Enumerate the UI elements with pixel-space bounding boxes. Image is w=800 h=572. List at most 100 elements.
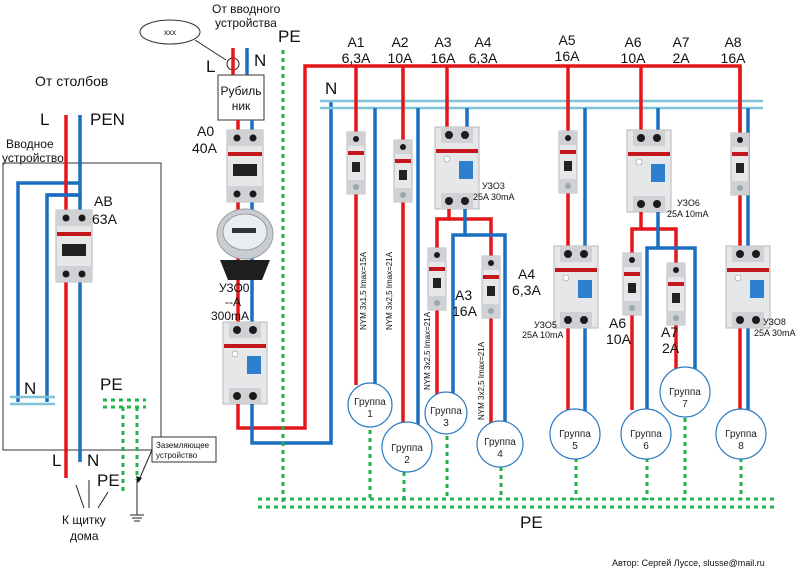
pe-label-top: PE xyxy=(278,27,301,46)
phase-label-l: L xyxy=(40,110,49,129)
breaker-a5 xyxy=(558,130,578,194)
group-8[interactable]: Группа 8 xyxy=(715,408,767,460)
input-breaker-name: АВ xyxy=(94,193,113,209)
from-poles-label: От столбов xyxy=(35,73,108,89)
main-breaker-name: A0 xyxy=(197,123,214,139)
a5-rating: 16A xyxy=(555,48,581,64)
svg-text:8: 8 xyxy=(738,441,744,452)
main-switch xyxy=(217,74,265,121)
main-rcd xyxy=(222,321,268,405)
from-input-device-label-2: устройства xyxy=(215,16,277,30)
neutral-feed xyxy=(250,100,333,445)
switch-n-label: N xyxy=(254,51,266,70)
neutral-wire-input xyxy=(47,193,82,462)
group-7[interactable]: Группа 7 xyxy=(659,366,711,418)
a4-sub-name: A4 xyxy=(518,266,535,282)
cable-label-3: NYM 3x2,5 Imax=21A xyxy=(423,311,432,390)
a4-sub-rating: 6,3A xyxy=(512,282,541,298)
rcd-8-name: УЗО8 xyxy=(763,317,786,327)
svg-text:Группа: Группа xyxy=(669,387,701,398)
breaker-a2 xyxy=(393,139,413,203)
breaker-a8 xyxy=(730,132,750,196)
a4-rating: 6,3A xyxy=(469,50,498,66)
breaker-a7-sub xyxy=(666,262,686,326)
pe-out-label: PE xyxy=(97,471,120,490)
cable-label-4: NYM 3x2,5 Imax=21A xyxy=(477,341,486,420)
grounding-device-label-1: Заземляющее xyxy=(156,441,210,450)
input-device-label-2: устройство xyxy=(2,151,64,165)
grounding-device-callout xyxy=(151,436,217,463)
a8-rating: 16A xyxy=(721,50,747,66)
breaker-a3-sub xyxy=(427,247,447,311)
svg-text:1: 1 xyxy=(367,409,373,420)
input-device-box xyxy=(2,162,162,451)
svg-text:2: 2 xyxy=(404,455,410,466)
svg-text:Группа: Группа xyxy=(391,443,423,454)
a7-name: A7 xyxy=(672,34,689,50)
group-4[interactable]: Группа 4 xyxy=(476,420,524,468)
svg-text:Группа: Группа xyxy=(354,397,386,408)
group-6[interactable]: Группа 6 xyxy=(620,408,672,460)
pen-label: PEN xyxy=(90,110,125,129)
main-rcd-name: УЗО0 xyxy=(219,281,250,295)
n-label-input: N xyxy=(24,379,36,398)
ground-icon xyxy=(130,514,144,522)
seal-callout xyxy=(139,19,201,45)
l-out-label: L xyxy=(52,451,61,470)
a2-name: A2 xyxy=(391,34,408,50)
a7-sub-rating: 2A xyxy=(662,340,680,356)
rcd-8-spec: 25A 30mA xyxy=(754,328,796,338)
svg-text:5: 5 xyxy=(572,441,578,452)
seal-callout-text: xxx xyxy=(164,28,176,37)
to-house-label-1: К щитку xyxy=(62,513,106,527)
a6-name: A6 xyxy=(624,34,641,50)
group-1[interactable]: Группа 1 xyxy=(347,382,393,428)
pe-label-input: PE xyxy=(100,375,123,394)
rcd-3-spec: 25A 30mA xyxy=(473,192,515,202)
svg-text:Группа: Группа xyxy=(430,406,462,417)
rcd-6-spec: 25A 10mA xyxy=(667,209,709,219)
a3-name: A3 xyxy=(434,34,451,50)
a4-name: A4 xyxy=(474,34,491,50)
a1-name: A1 xyxy=(347,34,364,50)
svg-text:6: 6 xyxy=(643,441,649,452)
a7-rating: 2A xyxy=(672,50,690,66)
a1-rating: 6,3A xyxy=(342,50,371,66)
breaker-a6-sub xyxy=(622,252,642,316)
main-rcd-rating: --A xyxy=(225,295,241,309)
a6-rating: 10A xyxy=(621,50,647,66)
a6-sub-name: A6 xyxy=(609,315,626,331)
cable-label-2: NYM 3x2,5 Imax=21A xyxy=(385,251,394,330)
switch-l-label: L xyxy=(206,57,215,76)
rcd-6 xyxy=(626,129,672,213)
group-2[interactable]: Группа 2 xyxy=(381,421,433,473)
group-3[interactable]: Группа 3 xyxy=(424,391,468,435)
n-bus-label: N xyxy=(325,79,337,98)
rcd-5 xyxy=(553,245,599,329)
from-input-device-label-1: От вводного xyxy=(212,2,281,16)
rcd-5-name: УЗО5 xyxy=(534,320,557,330)
group-5[interactable]: Группа 5 xyxy=(549,408,601,460)
top-breaker-labels: A1 6,3A A2 10A A3 16A A4 6,3A A5 16A A6 … xyxy=(342,32,747,66)
pen-wire xyxy=(16,115,82,402)
svg-text:Группа: Группа xyxy=(725,429,757,440)
svg-text:Группа: Группа xyxy=(630,429,662,440)
switch-label-1: Рубиль xyxy=(221,84,262,98)
cable-label-1: NYM 3x1,5 Imax=15A xyxy=(359,251,368,330)
rcd-6-name: УЗО6 xyxy=(677,198,700,208)
svg-text:3: 3 xyxy=(443,418,449,429)
to-house-label-2: дома xyxy=(70,529,99,543)
electricity-meter xyxy=(216,208,274,280)
rcd-8 xyxy=(725,245,771,329)
n-out-label: N xyxy=(87,451,99,470)
input-device-label-1: Вводное xyxy=(6,137,54,151)
a7-sub-name: A7 xyxy=(661,324,678,340)
rcd-5-spec: 25A 10mA xyxy=(522,330,564,340)
breaker-a1 xyxy=(346,131,366,195)
svg-text:4: 4 xyxy=(497,449,503,460)
author-credit: Автор: Сергей Луссе, slusse@mail.ru xyxy=(612,558,765,568)
input-breaker-rating: 63A xyxy=(92,211,118,227)
a5-name: A5 xyxy=(558,32,575,48)
switch-label-2: ник xyxy=(232,99,251,113)
